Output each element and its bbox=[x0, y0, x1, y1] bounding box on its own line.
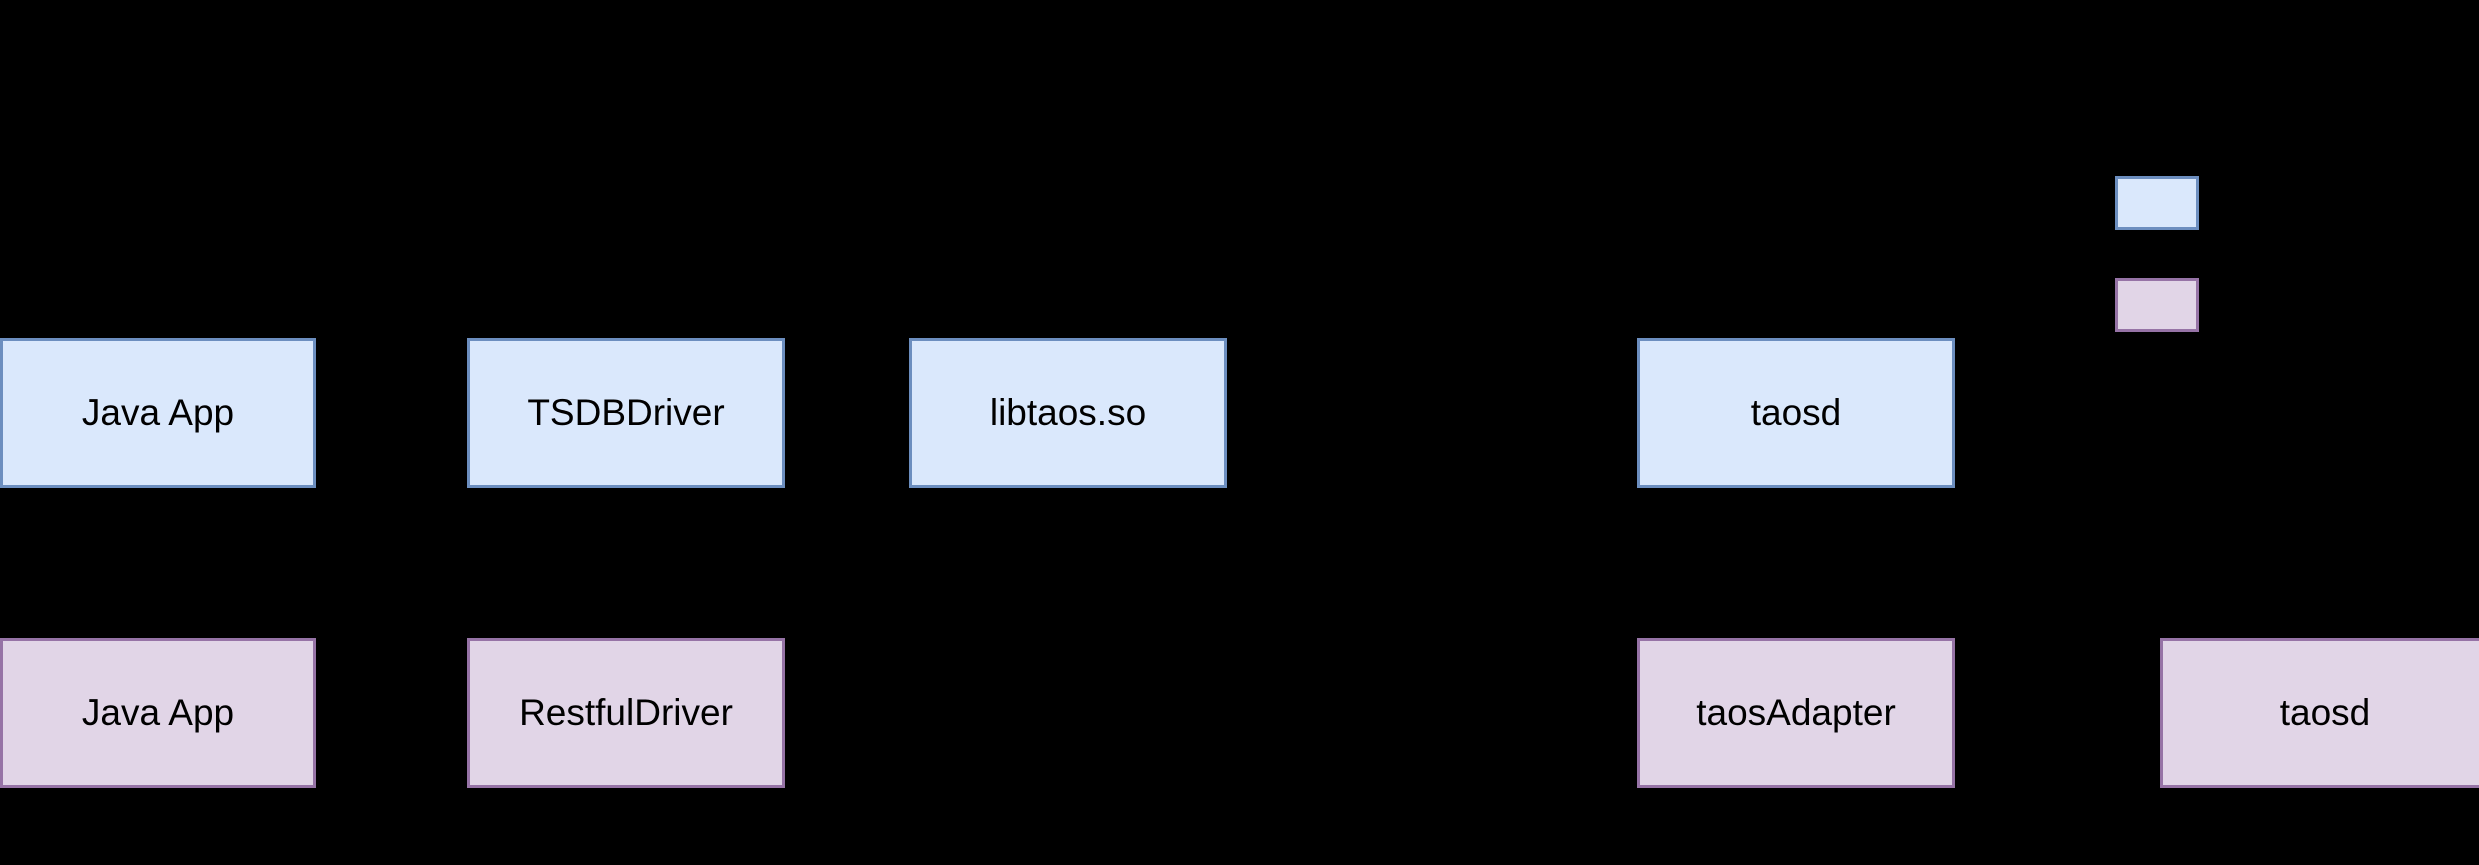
edge-tsdbdriver-to-libtaos bbox=[785, 412, 909, 415]
legend-swatch-legend-rest bbox=[2115, 278, 2199, 332]
edge-adapter-to-taosd-arrowhead-icon bbox=[2155, 709, 2164, 718]
edge-javaapp-to-tsdbdriver-source-endpoint-icon bbox=[312, 409, 321, 418]
edge-javaapp-to-restfuldriver-arrowhead-icon bbox=[462, 709, 471, 718]
node-label-restful-driver: RestfulDriver bbox=[519, 691, 733, 733]
node-label-taosd-native: taosd bbox=[1750, 391, 1842, 433]
edge-javaapp-to-restfuldriver bbox=[316, 712, 467, 715]
node-taosd-rest[interactable]: taosd bbox=[2160, 638, 2479, 788]
node-label-taosd-rest: taosd bbox=[2279, 691, 2371, 733]
edge-tsdbdriver-to-libtaos-source-endpoint-icon bbox=[781, 409, 790, 418]
edge-libtaos-to-taosd-arrowhead-icon bbox=[1632, 409, 1641, 418]
node-label-java-app-rest: Java App bbox=[81, 691, 235, 733]
edge-adapter-to-taosd-source-endpoint-icon bbox=[1951, 709, 1960, 718]
edge-javaapp-to-restfuldriver-source-endpoint-icon bbox=[312, 709, 321, 718]
legend-swatch-legend-native bbox=[2115, 176, 2199, 230]
node-label-tsdb-driver: TSDBDriver bbox=[527, 391, 725, 433]
node-tsdb-driver[interactable]: TSDBDriver bbox=[467, 338, 785, 488]
node-java-app-native[interactable]: Java App bbox=[0, 338, 316, 488]
edge-tsdbdriver-to-libtaos-arrowhead-icon bbox=[904, 409, 913, 418]
node-restful-driver[interactable]: RestfulDriver bbox=[467, 638, 785, 788]
edge-javaapp-to-tsdbdriver-arrowhead-icon bbox=[462, 409, 471, 418]
edge-restfuldriver-to-adapter-source-endpoint-icon bbox=[781, 709, 790, 718]
node-label-libtaos-so: libtaos.so bbox=[989, 391, 1147, 433]
node-label-taos-adapter: taosAdapter bbox=[1696, 691, 1896, 733]
edge-restfuldriver-to-adapter-arrowhead-icon bbox=[1632, 709, 1641, 718]
node-taosd-native[interactable]: taosd bbox=[1637, 338, 1955, 488]
edge-libtaos-to-taosd bbox=[1227, 412, 1637, 415]
node-java-app-rest[interactable]: Java App bbox=[0, 638, 316, 788]
edge-javaapp-to-tsdbdriver bbox=[316, 412, 467, 415]
edge-restfuldriver-to-adapter bbox=[785, 712, 1637, 715]
node-taos-adapter[interactable]: taosAdapter bbox=[1637, 638, 1955, 788]
edge-libtaos-to-taosd-source-endpoint-icon bbox=[1223, 409, 1232, 418]
node-label-java-app-native: Java App bbox=[81, 391, 235, 433]
edge-adapter-to-taosd bbox=[1955, 712, 2160, 715]
node-libtaos-so[interactable]: libtaos.so bbox=[909, 338, 1227, 488]
